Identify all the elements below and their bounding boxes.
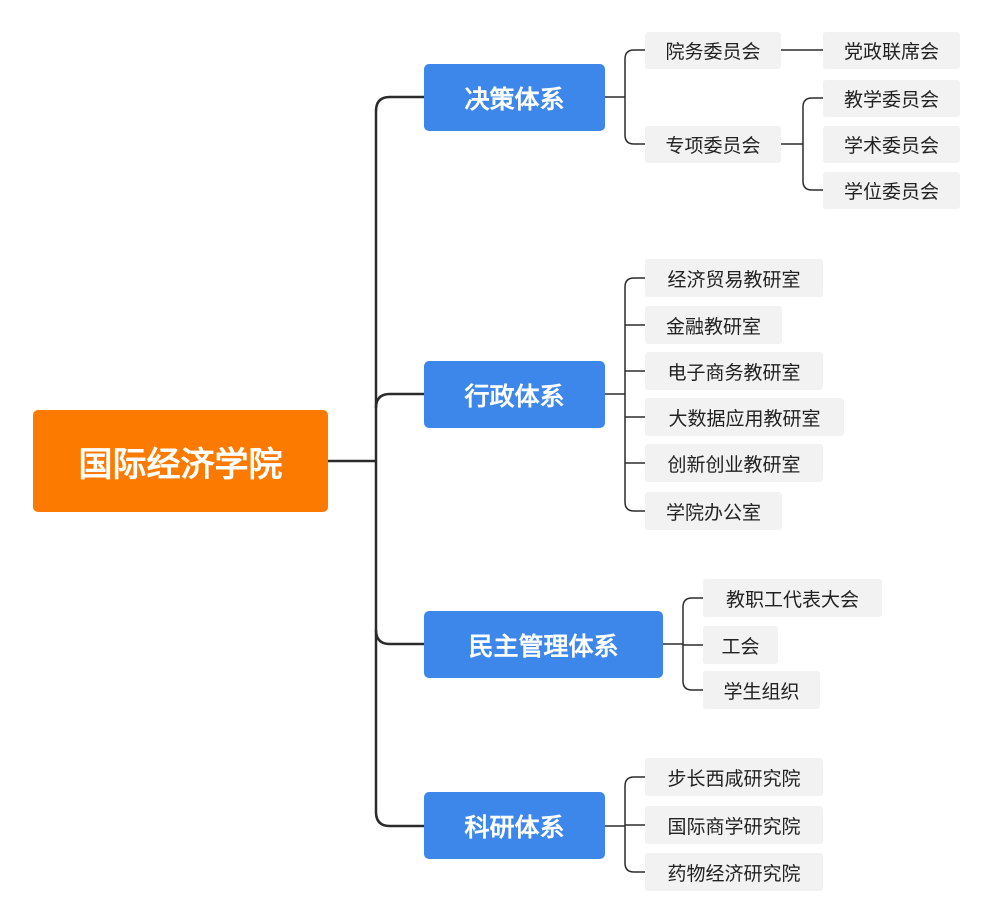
leaf-affairs-committee[interactable]: 院务委员会: [645, 32, 781, 69]
leaf-degree-committee[interactable]: 学位委员会: [823, 172, 960, 209]
leaf-finance-office[interactable]: 金融教研室: [645, 306, 782, 344]
leaf-pharma-institute[interactable]: 药物经济研究院: [645, 853, 823, 891]
leaf-bigdata-office[interactable]: 大数据应用教研室: [645, 398, 844, 436]
branch-decision[interactable]: 决策体系: [424, 64, 605, 131]
leaf-academic-committee[interactable]: 学术委员会: [823, 126, 960, 163]
leaf-teaching-committee[interactable]: 教学委员会: [823, 80, 960, 117]
leaf-student-org[interactable]: 学生组织: [703, 671, 820, 709]
leaf-innovation-office[interactable]: 创新创业教研室: [645, 444, 823, 482]
leaf-business-institute[interactable]: 国际商学研究院: [645, 806, 823, 844]
leaf-ecommerce-office[interactable]: 电子商务教研室: [645, 352, 823, 390]
branch-democratic[interactable]: 民主管理体系: [424, 611, 663, 678]
branch-administration[interactable]: 行政体系: [424, 361, 605, 428]
leaf-staff-congress[interactable]: 教职工代表大会: [703, 579, 882, 617]
leaf-economy-trade-office[interactable]: 经济贸易教研室: [645, 259, 823, 297]
leaf-special-committee[interactable]: 专项委员会: [645, 126, 781, 163]
leaf-buchang-institute[interactable]: 步长西咸研究院: [645, 758, 823, 796]
branch-research[interactable]: 科研体系: [424, 792, 605, 859]
leaf-joint-meeting[interactable]: 党政联席会: [823, 32, 960, 69]
leaf-college-office[interactable]: 学院办公室: [645, 492, 782, 530]
root-node[interactable]: 国际经济学院: [33, 410, 328, 512]
leaf-union[interactable]: 工会: [703, 626, 778, 664]
